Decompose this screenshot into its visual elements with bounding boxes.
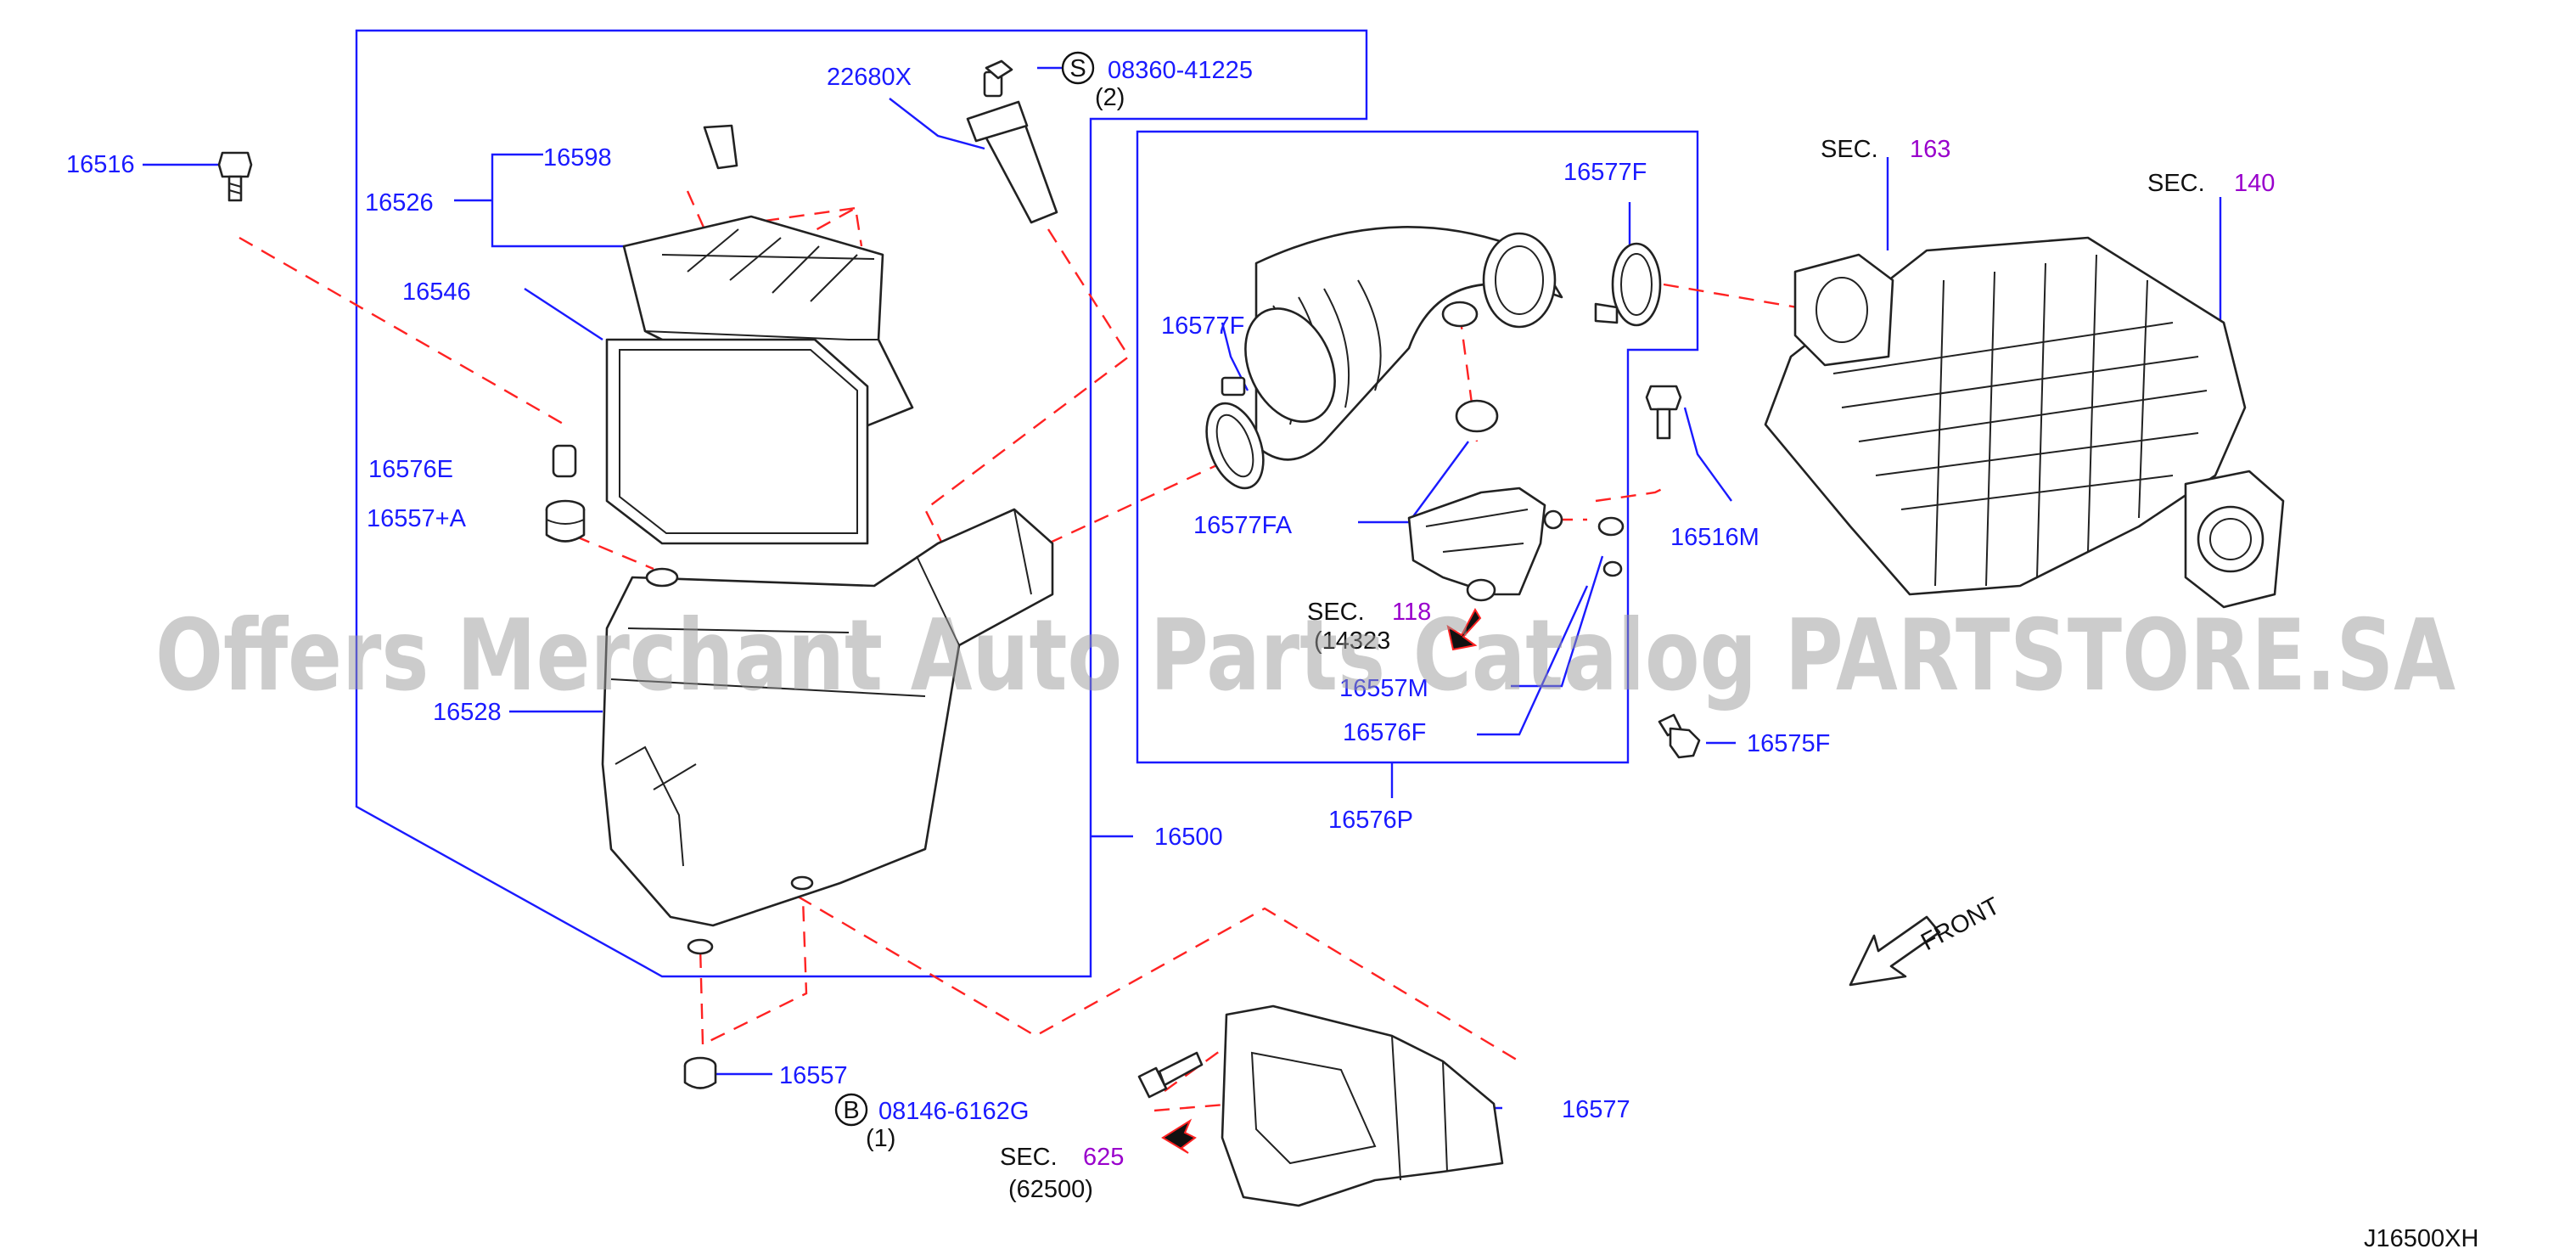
bolt-08146 — [1137, 1051, 1204, 1099]
label-16516[interactable]: 16516 — [66, 151, 135, 178]
grommet-16557A — [545, 499, 586, 543]
label-16576E[interactable]: 16576E — [368, 456, 453, 483]
sec-140-number[interactable]: 140 — [2234, 170, 2275, 197]
clip-16598 — [703, 124, 738, 170]
part-illustrations — [217, 59, 2285, 1207]
label-16526[interactable]: 16526 — [365, 189, 434, 217]
flow-arrow-sec118 — [1446, 607, 1482, 651]
intake-manifold — [1764, 236, 2285, 609]
marker-b: B — [834, 1093, 868, 1127]
grommet-16557 — [683, 1056, 717, 1089]
front-arrow-icon — [1849, 915, 1941, 987]
diagram-code: J16500XH — [2364, 1225, 2478, 1252]
air-cleaner-case-16528 — [601, 508, 1054, 955]
label-16575F[interactable]: 16575F — [1747, 730, 1830, 757]
clamp-16577FA — [1455, 399, 1499, 433]
label-16516M[interactable]: 16516M — [1670, 524, 1759, 551]
airflow-meter-22680X — [966, 59, 1058, 224]
sec-163-prefix: SEC. — [1821, 136, 1878, 163]
alignment-lines — [239, 190, 1813, 1112]
label-16576F[interactable]: 16576F — [1343, 719, 1426, 746]
section-refs: SEC. 163 SEC. 140 SEC. 118 (14323 SEC. 6… — [1000, 136, 2275, 1203]
sec-163-number[interactable]: 163 — [1910, 136, 1950, 163]
sec-625-prefix: SEC. — [1000, 1144, 1058, 1171]
group-frames — [355, 29, 1699, 978]
label-16557M[interactable]: 16557M — [1339, 675, 1428, 702]
label-16576P[interactable]: 16576P — [1328, 807, 1413, 834]
label-08360-41225[interactable]: 08360-41225 — [1108, 57, 1253, 84]
sec-118-number[interactable]: 118 — [1392, 599, 1431, 626]
label-16500[interactable]: 16500 — [1154, 824, 1223, 851]
label-22680X[interactable]: 22680X — [827, 64, 912, 91]
bolt-16516 — [217, 151, 253, 202]
frame-16576P — [1136, 130, 1699, 764]
label-16528[interactable]: 16528 — [433, 699, 502, 726]
sec-118-prefix: SEC. — [1307, 599, 1365, 626]
frame-16500 — [355, 29, 1368, 978]
label-08146-6162G[interactable]: 08146-6162G — [878, 1098, 1029, 1125]
label-16557[interactable]: 16557 — [779, 1062, 848, 1089]
air-duct-hose — [1244, 226, 1563, 461]
clamp-16577F-lower — [1205, 376, 1265, 490]
label-16577FA[interactable]: 16577FA — [1193, 512, 1293, 539]
marker-s-letter: S — [1069, 55, 1086, 82]
label-16577F-upper[interactable]: 16577F — [1563, 159, 1647, 186]
label-16557A[interactable]: 16557+A — [367, 505, 467, 532]
flow-arrow-sec625 — [1161, 1118, 1197, 1154]
grommet-16576E — [552, 444, 577, 478]
sec-140-prefix: SEC. — [2147, 170, 2205, 197]
bolt-16575F — [1658, 713, 1701, 759]
part-labels: 16516 16598 16526 16546 16576E 16557+A 1… — [66, 57, 1830, 1152]
air-duct-16577 — [1221, 1004, 1504, 1207]
sec-625-number[interactable]: 625 — [1083, 1144, 1124, 1171]
resonator — [1407, 487, 1563, 602]
clamp-16577F-upper — [1594, 242, 1662, 327]
sec-625-sub: (62500) — [1008, 1176, 1093, 1203]
label-16577F-lower[interactable]: 16577F — [1161, 312, 1244, 340]
label-08360-qty: (2) — [1095, 84, 1125, 111]
marker-s: S — [1061, 51, 1095, 85]
label-16546[interactable]: 16546 — [402, 278, 471, 306]
bolt-16516M — [1645, 385, 1682, 440]
grommet-16576F — [1602, 560, 1623, 577]
marker-b-letter: B — [843, 1097, 859, 1124]
filter-element-16546 — [605, 338, 869, 545]
watermark: Offers Merchant Auto Parts Catalog PARTS… — [155, 599, 2455, 713]
label-16577[interactable]: 16577 — [1562, 1096, 1630, 1123]
grommet-16557M — [1597, 516, 1625, 537]
label-08146-qty: (1) — [866, 1125, 895, 1152]
sec-118-sub: (14323 — [1314, 627, 1390, 655]
label-16598[interactable]: 16598 — [543, 144, 612, 172]
